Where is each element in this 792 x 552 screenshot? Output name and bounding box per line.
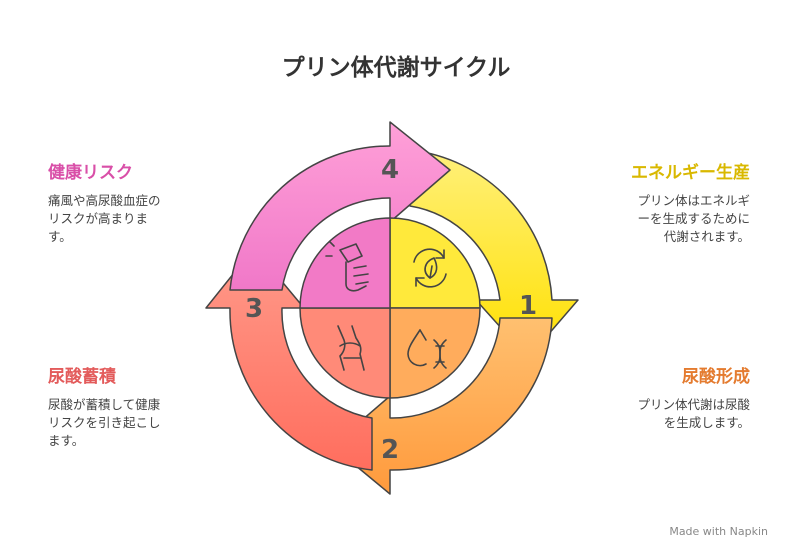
desc-line: を生成します。 bbox=[663, 415, 750, 430]
quadrant-health-risk bbox=[299, 217, 391, 309]
desc-line: 代謝されます。 bbox=[663, 229, 750, 244]
desc-line: プリン体代謝は尿酸 bbox=[637, 397, 750, 412]
quadrant-uric-formation bbox=[389, 307, 481, 399]
recycle-leaf-icon bbox=[413, 248, 447, 288]
step-number-1: 1 bbox=[519, 291, 537, 321]
quadrant-energy bbox=[389, 217, 481, 309]
knee-joint-icon bbox=[337, 325, 365, 371]
step-number-2: 2 bbox=[381, 435, 399, 465]
step-title-uric-formation: 尿酸形成 bbox=[682, 367, 750, 387]
quadrant-accumulation bbox=[299, 307, 391, 399]
footer-credit: Made with Napkin bbox=[669, 525, 768, 538]
step-desc-health-risk: 痛風や高尿酸血症の リスクが高まりま す。 bbox=[48, 192, 161, 246]
page-title: プリン体代謝サイクル bbox=[281, 55, 511, 81]
step-desc-energy: プリン体はエネルギ ーを生成するために 代謝されます。 bbox=[637, 192, 750, 246]
desc-line: ーを生成するために bbox=[637, 211, 750, 226]
step-number-3: 3 bbox=[245, 294, 263, 324]
arrow-1 bbox=[409, 149, 579, 359]
desc-line: リスクを引き起こし bbox=[48, 415, 161, 430]
step-title-health-risk: 健康リスク bbox=[48, 163, 133, 183]
desc-line: す。 bbox=[48, 229, 72, 244]
desc-line: 痛風や高尿酸血症の bbox=[48, 193, 161, 208]
arrow-4 bbox=[229, 121, 451, 291]
hand-pain-icon bbox=[325, 241, 369, 292]
step-number-4: 4 bbox=[381, 155, 399, 185]
desc-line: プリン体はエネルギ bbox=[637, 193, 750, 208]
arrow-2 bbox=[331, 317, 553, 495]
step-title-accumulation: 尿酸蓄積 bbox=[48, 367, 116, 387]
droplet-dna-icon bbox=[407, 329, 447, 369]
step-desc-uric-formation: プリン体代謝は尿酸 を生成します。 bbox=[637, 396, 750, 432]
desc-line: リスクが高まりま bbox=[48, 211, 149, 226]
desc-line: ます。 bbox=[48, 433, 85, 448]
arrow-3 bbox=[205, 247, 373, 471]
desc-line: 尿酸が蓄積して健康 bbox=[48, 397, 161, 412]
step-desc-accumulation: 尿酸が蓄積して健康 リスクを引き起こし ます。 bbox=[48, 396, 161, 450]
step-title-energy: エネルギー生産 bbox=[631, 163, 750, 183]
